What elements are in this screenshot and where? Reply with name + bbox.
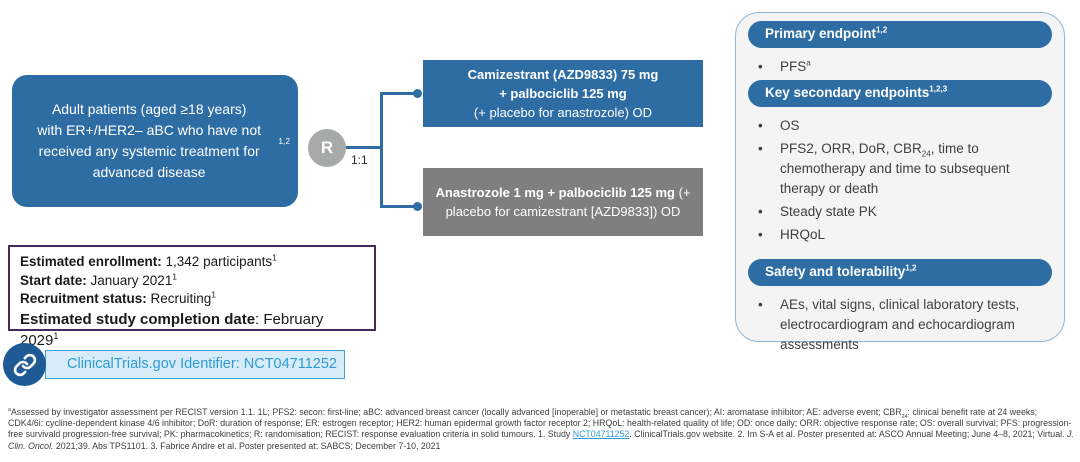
- randomization-icon: R: [308, 129, 346, 167]
- bullet-icon: •: [758, 204, 763, 219]
- start-date: Start date: January 20211: [20, 272, 177, 288]
- list-item: • HRQoL: [758, 225, 1048, 245]
- endpoint-text: Steady state PK: [780, 204, 877, 219]
- link-icon-badge: [3, 343, 46, 386]
- connector-dot-arm1: [413, 89, 422, 98]
- link-icon: [13, 353, 36, 376]
- list-item: • AEs, vital signs, clinical laboratory …: [758, 295, 1048, 355]
- estimated-completion-date: Estimated study completion date: Februar…: [20, 310, 324, 349]
- safety-tolerability-header: Safety and tolerability1,2: [748, 259, 1052, 286]
- primary-endpoint-header: Primary endpoint1,2: [748, 21, 1052, 48]
- bullet-icon: •: [758, 297, 763, 312]
- connector-dot-arm2: [413, 202, 422, 211]
- key-secondary-endpoints-header: Key secondary endpoints1,2,3: [748, 80, 1052, 107]
- endpoint-text: HRQoL: [780, 227, 826, 242]
- arm-anastrozole-box: Anastrozole 1 mg + palbociclib 125 mg (+…: [423, 168, 703, 236]
- endpoint-text: PFS2, ORR, DoR, CBR24, time to chemother…: [780, 141, 1010, 196]
- endpoints-panel: Primary endpoint1,2 • PFSa Key secondary…: [735, 12, 1065, 352]
- connector-line-arm1: [380, 92, 418, 95]
- arm-anastrozole-label: Anastrozole 1 mg + palbociclib 125 mg (+…: [435, 185, 691, 219]
- footnote-abbreviations-references: aAssessed by investigator assessment per…: [8, 407, 1074, 451]
- list-item: • PFSa: [758, 57, 1048, 77]
- endpoint-text: OS: [780, 118, 800, 133]
- safety-tolerability-list: • AEs, vital signs, clinical laboratory …: [748, 295, 1052, 355]
- randomization-label: R: [320, 138, 334, 157]
- list-item: • OS: [758, 116, 1048, 136]
- estimated-enrollment: Estimated enrollment: 1,342 participants…: [20, 253, 277, 269]
- clinicaltrials-identifier-box: ClinicalTrials.gov Identifier: NCT047112…: [45, 350, 345, 379]
- bullet-icon: •: [758, 227, 763, 242]
- arm-camizestrant-label: Camizestrant (AZD9833) 75 mg+ palbocicli…: [467, 67, 659, 120]
- nct-footnote-link[interactable]: NCT04711252: [572, 429, 630, 440]
- bullet-icon: •: [758, 141, 763, 156]
- list-item: • Steady state PK: [758, 202, 1048, 222]
- patient-population-box: Adult patients (aged ≥18 years)with ER+/…: [12, 75, 298, 207]
- primary-endpoint-list: • PFSa: [748, 57, 1052, 77]
- connector-line-arm2: [380, 205, 418, 208]
- recruitment-status: Recruitment status: Recruiting1: [20, 290, 216, 306]
- bullet-icon: •: [758, 118, 763, 133]
- endpoint-text: AEs, vital signs, clinical laboratory te…: [780, 297, 1020, 352]
- endpoint-text: PFSa: [780, 58, 811, 74]
- bullet-icon: •: [758, 59, 763, 74]
- randomization-ratio: 1:1: [351, 153, 368, 167]
- connector-line-r-to-branch: [344, 146, 383, 149]
- arm-camizestrant-box: Camizestrant (AZD9833) 75 mg+ palbocicli…: [423, 60, 703, 127]
- clinicaltrials-identifier-label: ClinicalTrials.gov Identifier: NCT047112…: [67, 356, 337, 372]
- list-item: • PFS2, ORR, DoR, CBR24, time to chemoth…: [758, 139, 1048, 199]
- connector-line-vertical: [380, 92, 383, 208]
- key-secondary-endpoints-list: • OS • PFS2, ORR, DoR, CBR24, time to ch…: [748, 116, 1052, 245]
- study-info-box: Estimated enrollment: 1,342 participants…: [8, 245, 376, 349]
